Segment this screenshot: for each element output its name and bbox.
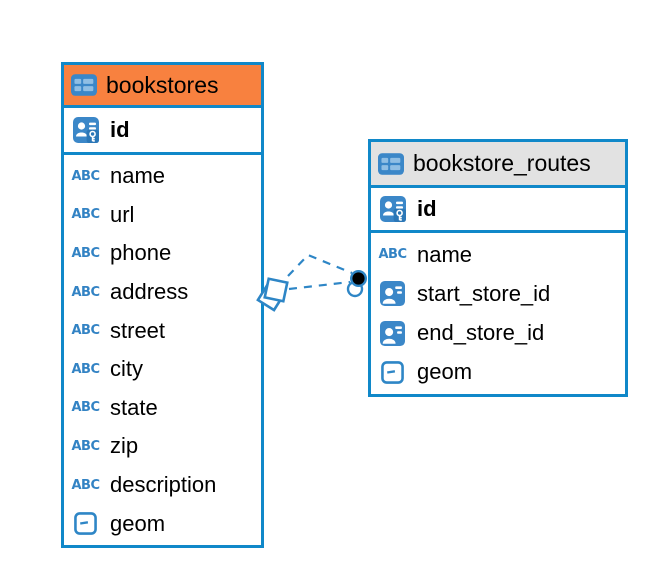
table-bookstore-routes-header[interactable]: bookstore_routes bbox=[371, 142, 625, 188]
column-name: end_store_id bbox=[417, 320, 545, 346]
column-row[interactable]: geom bbox=[371, 359, 625, 385]
fk-end-marker-squares[interactable] bbox=[256, 277, 289, 312]
column-row[interactable]: ABC url bbox=[64, 202, 261, 228]
column-row[interactable]: start_store_id bbox=[371, 281, 625, 307]
columns-list: ABC name ABC url ABC phone ABC address A… bbox=[64, 155, 261, 545]
column-row[interactable]: ABC phone bbox=[64, 240, 261, 266]
text-type-icon: ABC bbox=[71, 323, 100, 339]
column-row-pk[interactable]: id bbox=[64, 108, 261, 155]
text-type-icon: ABC bbox=[71, 207, 100, 223]
column-name: address bbox=[110, 279, 189, 305]
column-row[interactable]: ABC street bbox=[64, 318, 261, 344]
column-name: state bbox=[110, 394, 158, 420]
table-title: bookstores bbox=[106, 71, 219, 98]
column-name: start_store_id bbox=[417, 280, 551, 306]
pk-end-marker-circles[interactable] bbox=[346, 270, 368, 298]
column-name: description bbox=[110, 472, 217, 498]
column-name: zip bbox=[110, 433, 139, 459]
column-row[interactable]: ABC zip bbox=[64, 433, 261, 459]
column-name: street bbox=[110, 317, 166, 343]
column-name: url bbox=[110, 201, 135, 227]
column-name: city bbox=[110, 356, 143, 382]
text-type-icon: ABC bbox=[71, 438, 100, 454]
column-name: geom bbox=[417, 359, 473, 385]
table-bookstore-routes[interactable]: bookstore_routes id ABC name start_store… bbox=[368, 139, 628, 397]
text-type-icon: ABC bbox=[71, 400, 100, 416]
columns-list: ABC name start_store_id end_store_id geo… bbox=[371, 233, 625, 394]
text-type-icon: ABC bbox=[71, 245, 100, 261]
column-name: name bbox=[110, 163, 166, 189]
column-name: id bbox=[110, 117, 130, 142]
column-row[interactable]: ABC state bbox=[64, 395, 261, 421]
column-name: name bbox=[417, 241, 473, 267]
text-type-icon: ABC bbox=[71, 168, 100, 184]
column-row[interactable]: ABC city bbox=[64, 356, 261, 382]
text-type-icon: ABC bbox=[71, 361, 100, 377]
column-name: geom bbox=[110, 510, 166, 536]
text-type-icon: ABC bbox=[71, 477, 100, 493]
column-row[interactable]: geom bbox=[64, 511, 261, 537]
column-row-pk[interactable]: id bbox=[371, 188, 625, 233]
table-bookstores-header[interactable]: bookstores bbox=[64, 65, 261, 108]
column-row[interactable]: ABC name bbox=[64, 163, 261, 189]
relationship-line-upper[interactable] bbox=[287, 253, 353, 277]
column-row[interactable]: ABC description bbox=[64, 472, 261, 498]
text-type-icon: ABC bbox=[378, 247, 407, 263]
column-name: phone bbox=[110, 240, 172, 266]
column-name: id bbox=[417, 196, 437, 221]
table-bookstores[interactable]: bookstores id ABC name ABC url ABC phone… bbox=[61, 62, 264, 548]
text-type-icon: ABC bbox=[71, 284, 100, 300]
column-row[interactable]: ABC name bbox=[371, 242, 625, 268]
column-row[interactable]: ABC address bbox=[64, 279, 261, 305]
table-title: bookstore_routes bbox=[413, 150, 591, 176]
relationship-line-lower[interactable] bbox=[288, 280, 351, 291]
column-row[interactable]: end_store_id bbox=[371, 320, 625, 346]
